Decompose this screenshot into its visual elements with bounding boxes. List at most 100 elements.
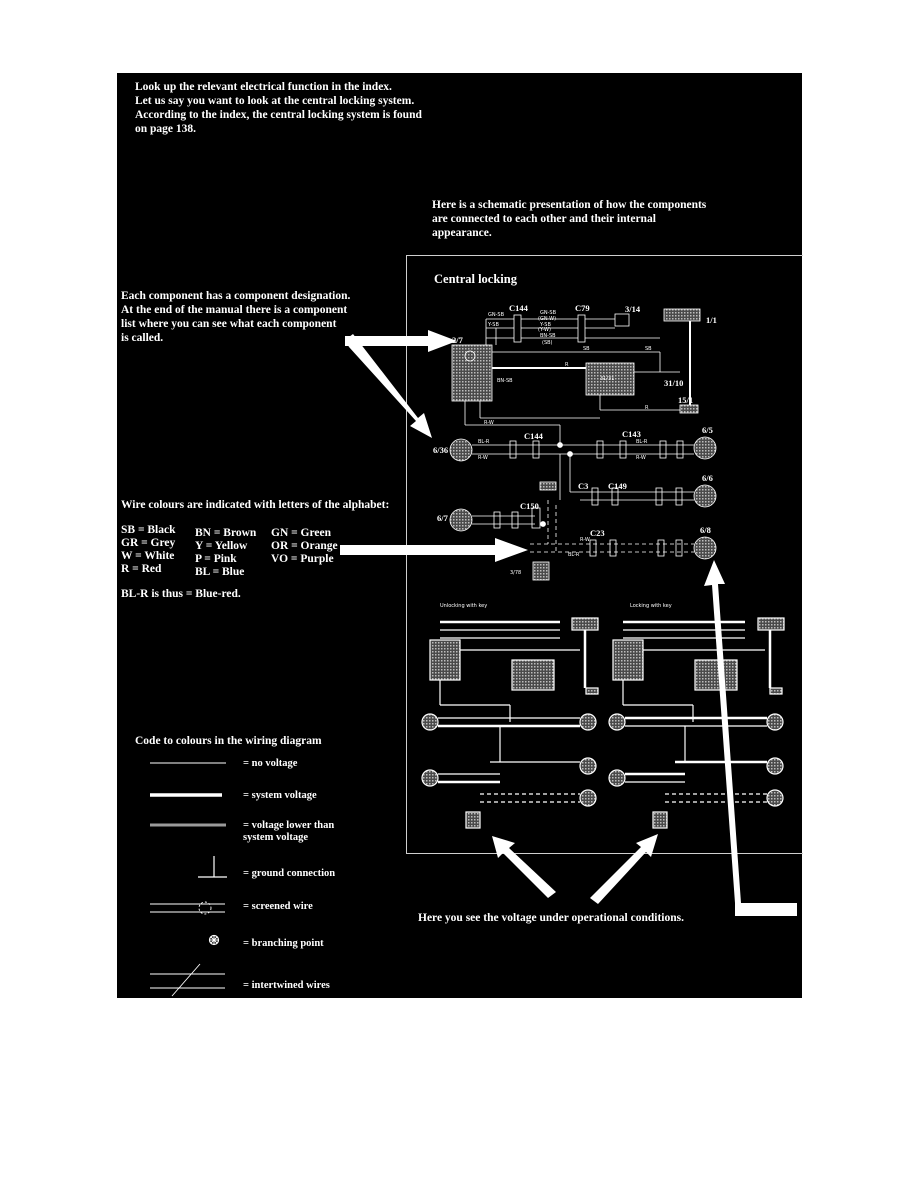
wire-colour-example: BL-R is thus = Blue-red. (121, 588, 241, 600)
connector-c144-upper (513, 314, 522, 343)
wire-colour-brown: BN = Brown (195, 527, 257, 539)
legend-lower-voltage: = voltage lower than system voltage (243, 820, 335, 843)
ground-symbol (198, 856, 227, 878)
wire-label-sb-1: SB (583, 346, 590, 352)
label-6-8: 6/8 (700, 525, 711, 535)
mini-diagram-locking (608, 617, 785, 829)
conn-c (596, 440, 604, 459)
legend-branching-point: = branching point (243, 938, 324, 949)
wire-label-sb-2: SB (645, 346, 652, 352)
wire-colour-white: W = White (121, 550, 175, 562)
arrow-voltage-left (492, 836, 556, 898)
motor-6-8 (693, 536, 717, 560)
voltage-note: Here you see the voltage under operation… (418, 912, 684, 924)
wire-colour-black: SB = Black (121, 524, 176, 536)
label-3-78: 3/78 (510, 570, 521, 576)
lock-switch-circle (464, 350, 476, 362)
switch-3-14 (614, 313, 630, 327)
legend-intertwined-wires: = intertwined wires (243, 980, 330, 991)
label-c3: C3 (578, 481, 588, 491)
component-labels: C144 C79 3/14 1/1 2/7 31/10 15/1 31/31 6… (433, 303, 717, 576)
wire-colour-pink: P = Pink (195, 553, 237, 565)
legend-system-voltage: = system voltage (243, 790, 317, 801)
label-6-7: 6/7 (437, 513, 449, 523)
panel-title-locking: Locking with key (630, 603, 672, 609)
conn-f (676, 440, 684, 459)
wire-colour-green: GN = Green (271, 527, 331, 539)
manual-page-panel (117, 73, 802, 998)
label-c79: C79 (575, 303, 590, 313)
door-lock-module (451, 344, 493, 402)
pointer-arrows (340, 330, 797, 916)
legend-ground-connection: = ground connection (243, 868, 336, 879)
label-6-5: 6/5 (702, 425, 713, 435)
fuse-15-1 (679, 404, 699, 414)
fuse-box (663, 308, 701, 322)
legend-heading: Code to colours in the wiring diagram (135, 735, 322, 747)
panel-title-unlocking: Unlocking with key (440, 603, 487, 609)
motor-6-6 (693, 484, 717, 508)
legend-screened-wire: = screened wire (243, 901, 313, 912)
mini-diagram-unlocking (421, 617, 599, 829)
label-c144-b: C144 (524, 431, 544, 441)
conn-e (659, 440, 667, 459)
conn-d (619, 440, 627, 459)
intro-text: Look up the relevant electrical function… (135, 81, 422, 135)
label-6-6: 6/6 (702, 473, 713, 483)
screened-wire-symbol (150, 901, 225, 915)
wire-label-gn-sb-2: GN-SB (540, 310, 557, 316)
motor-6-5 (693, 436, 717, 460)
wire-label-r-w-3: R-W (636, 455, 646, 461)
arrow-to-component-designation (345, 330, 457, 438)
wire-label-bl-r-1: BL-R (478, 439, 490, 445)
component-3-78 (532, 561, 550, 581)
legend-no-voltage: = no voltage (243, 758, 298, 769)
wire-label-bn-sb-1: BN-SB (540, 333, 556, 339)
conn-b (532, 440, 540, 459)
wire-colour-orange: OR = Orange (271, 540, 338, 552)
label-c150: C150 (520, 501, 539, 511)
diagram-title: Central locking (434, 272, 517, 286)
motor-6-7 (449, 508, 473, 532)
wire-label-gn-w: (GN-W) (538, 316, 556, 322)
label-15-1: 15/1 (678, 395, 693, 405)
conn-a (509, 440, 517, 459)
wire-colour-blue: BL = Blue (195, 566, 245, 578)
wire-colour-red: R = Red (121, 563, 162, 575)
label-c23: C23 (590, 528, 605, 538)
wire-labels: GN-SB Y-SB GN-SB (GN-W) Y-SB (Y-W) BN-SB… (478, 310, 652, 558)
label-3-14: 3/14 (625, 304, 641, 314)
central-locking-schematic (449, 308, 717, 581)
wire-label-r-w-4: R-W (580, 537, 590, 543)
wire-label-y-sb-2: Y-SB (539, 322, 551, 328)
label-1-1: 1/1 (706, 315, 717, 325)
wire-label-r-1: R (565, 362, 569, 368)
legend-symbols (150, 762, 227, 997)
wire-label-r-w-1: R-W (484, 420, 494, 426)
label-2-7: 2/7 (452, 335, 464, 345)
motor-6-36 (449, 438, 473, 462)
wire-label-r-2: R (645, 405, 649, 411)
intertwined-wires-symbol (150, 963, 225, 997)
wire-colour-grey: GR = Grey (121, 537, 176, 549)
connector-c79 (577, 314, 586, 343)
label-c149: C149 (608, 481, 627, 491)
branching-point-symbol (208, 934, 220, 946)
label-c144-a: C144 (509, 303, 529, 313)
central-lock-unit (585, 362, 635, 396)
arrow-voltage-right (590, 834, 658, 904)
component-note: Each component has a component designati… (121, 290, 351, 344)
label-c143: C143 (622, 429, 641, 439)
label-31-10: 31/10 (664, 378, 683, 388)
wire-label-bl-r-3: BL-R (568, 552, 580, 558)
schematic-note: Here is a schematic presentation of how … (432, 199, 707, 239)
wire-colour-purple: VO = Purple (271, 553, 334, 565)
wire-colours-heading: Wire colours are indicated with letters … (121, 499, 390, 511)
wire-label-bn-sb-2: BN-SB (497, 378, 513, 384)
label-6-36: 6/36 (433, 445, 448, 455)
wire-label-sb-paren: (SB) (542, 340, 553, 346)
wire-colour-yellow: Y = Yellow (195, 540, 248, 552)
arrow-to-wire-colours (340, 538, 528, 562)
wire-label-y-sb-1: Y-SB (487, 322, 499, 328)
